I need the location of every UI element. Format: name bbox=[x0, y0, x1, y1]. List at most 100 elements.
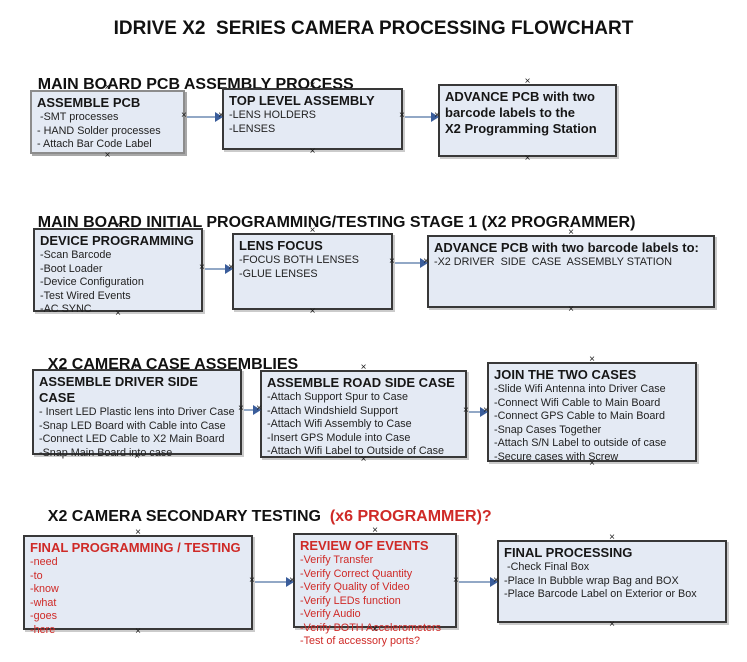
flow-arrow[interactable] bbox=[399, 111, 440, 122]
flow-box-join-the-two-cases[interactable]: JOIN THE TWO CASES -Slide Wifi Antenna i… bbox=[487, 362, 697, 464]
box-item: -SMT processes bbox=[37, 111, 119, 123]
flow-box-assemble-road-side-case[interactable]: ASSEMBLE ROAD SIDE CASE -Attach Support … bbox=[260, 370, 467, 458]
box-title: ASSEMBLE PCB bbox=[37, 95, 141, 110]
box-item: -Test Wired Events bbox=[40, 289, 131, 302]
flow-box-advance-pcb-programming-station[interactable]: ADVANCE PCB with two barcode labels to t… bbox=[438, 84, 617, 157]
box-title: ASSEMBLE DRIVER SIDE CASE bbox=[39, 374, 198, 405]
arrowhead-icon bbox=[490, 577, 498, 587]
box-item: -Check Final Box bbox=[504, 561, 590, 573]
box-items: -Slide Wifi Antenna into Driver Case-Con… bbox=[494, 383, 690, 464]
flow-box-lens-focus[interactable]: LENS FOCUS -FOCUS BOTH LENSES-GLUE LENSE… bbox=[232, 233, 393, 310]
box-item: -Verify BOTH Accelerometers bbox=[300, 621, 441, 634]
box-item: -Secure cases with Screw bbox=[494, 450, 619, 463]
box-title: FINAL PROCESSING bbox=[504, 545, 633, 560]
box-item: -Verify LEDs function bbox=[300, 594, 401, 607]
box-item: -Test of accessory ports? bbox=[300, 635, 421, 647]
box-title: REVIEW OF EVENTS bbox=[300, 538, 429, 553]
page-title: IDRIVE X2 SERIES CAMERA PROCESSING FLOWC… bbox=[113, 18, 634, 39]
section-header-text: MAIN BOARD INITIAL PROGRAMMING/TESTING S… bbox=[37, 214, 636, 231]
box-title: ADVANCE PCB with two barcode labels to t… bbox=[445, 89, 597, 136]
section-header-secondary-testing: X2 CAMERA SECONDARY TESTING (x6 PROGRAMM… bbox=[30, 490, 492, 544]
box-item: -Insert GPS Module into Case bbox=[267, 431, 411, 444]
box-items: -Attach Support Spur to Case-Attach Wind… bbox=[267, 391, 460, 459]
arrowhead-icon bbox=[420, 258, 428, 268]
box-item: -Attach S/N Label to outside of case bbox=[494, 437, 667, 449]
box-item: -Snap LED Board with Cable into Case bbox=[39, 419, 226, 432]
flow-box-assemble-pcb[interactable]: ASSEMBLE PCB -SMT processes- HAND Solder… bbox=[30, 90, 185, 154]
box-item: -Place Barcode Label on Exterior or Box bbox=[504, 588, 697, 600]
flow-arrow[interactable] bbox=[238, 404, 262, 415]
box-item: -Attach Wifi Label to Outside of Case bbox=[267, 445, 445, 457]
box-title: DEVICE PROGRAMMING bbox=[40, 233, 194, 248]
box-item: -Attach Support Spur to Case bbox=[267, 391, 409, 403]
box-item: -Snap Cases Together bbox=[494, 423, 602, 436]
box-item: -Attach Windshield Support bbox=[267, 404, 398, 417]
box-item: -here bbox=[30, 623, 56, 636]
box-items: -Verify Transfer-Verify Correct Quantity… bbox=[300, 554, 450, 649]
box-item: -goes bbox=[30, 610, 58, 622]
box-item: -LENS HOLDERS bbox=[229, 109, 316, 121]
box-title: JOIN THE TWO CASES bbox=[494, 367, 637, 382]
box-title: FINAL PROGRAMMING / TESTING bbox=[30, 540, 241, 555]
box-item: -Verify Transfer bbox=[300, 554, 374, 566]
box-items: -LENS HOLDERS-LENSES bbox=[229, 109, 396, 136]
box-item: -Snap Main Board into case bbox=[39, 446, 173, 459]
box-title: ASSEMBLE ROAD SIDE CASE bbox=[267, 375, 455, 390]
box-item: -FOCUS BOTH LENSES bbox=[239, 254, 359, 266]
box-item: -Verify Quality of Video bbox=[300, 581, 410, 593]
box-item: - HAND Solder processes bbox=[37, 124, 161, 137]
arrowhead-icon bbox=[225, 264, 233, 274]
box-item: -to bbox=[30, 569, 43, 582]
box-items: -need-to-know-what-goes-here bbox=[30, 556, 246, 637]
flow-box-review-of-events[interactable]: REVIEW OF EVENTS -Verify Transfer-Verify… bbox=[293, 533, 457, 647]
box-item: -need bbox=[30, 556, 58, 568]
box-item: -Scan Barcode bbox=[40, 249, 112, 261]
flow-arrow[interactable] bbox=[199, 263, 234, 274]
box-item: -LENSES bbox=[229, 122, 276, 135]
flow-box-final-processing[interactable]: FINAL PROCESSING -Check Final Box-Place … bbox=[497, 540, 727, 623]
box-items: -Check Final Box-Place In Bubble wrap Ba… bbox=[504, 561, 720, 602]
box-items: -SMT processes- HAND Solder processes- A… bbox=[37, 111, 178, 152]
box-title: ADVANCE PCB with two barcode labels to: bbox=[434, 240, 699, 255]
box-item: -AC SYNC bbox=[40, 303, 92, 315]
box-item: -Place In Bubble wrap Bag and BOX bbox=[504, 574, 679, 587]
box-item: -Boot Loader bbox=[40, 262, 103, 275]
flow-box-device-programming[interactable]: DEVICE PROGRAMMING -Scan Barcode-Boot Lo… bbox=[33, 228, 203, 315]
box-item: -what bbox=[30, 596, 57, 609]
box-title: TOP LEVEL ASSEMBLY bbox=[229, 93, 375, 108]
box-item: -Verify Audio bbox=[300, 608, 361, 620]
box-item: - Attach Bar Code Label bbox=[37, 138, 152, 150]
section-header-red-text: (x6 PROGRAMMER)? bbox=[329, 508, 492, 525]
flow-arrow[interactable] bbox=[453, 576, 499, 587]
flow-box-top-level-assembly[interactable]: TOP LEVEL ASSEMBLY -LENS HOLDERS-LENSES bbox=[222, 88, 403, 150]
box-item: -Device Configuration bbox=[40, 276, 144, 288]
box-item: - Insert LED Plastic lens into Driver Ca… bbox=[39, 406, 235, 418]
box-items: -Scan Barcode-Boot Loader-Device Configu… bbox=[40, 249, 196, 317]
arrowhead-icon bbox=[215, 112, 223, 122]
box-items: - Insert LED Plastic lens into Driver Ca… bbox=[39, 406, 235, 460]
section-header-text: X2 CAMERA SECONDARY TESTING bbox=[47, 508, 330, 525]
arrowhead-icon bbox=[431, 112, 439, 122]
box-item: -Verify Correct Quantity bbox=[300, 567, 413, 580]
box-item: -Connect Wifi Cable to Main Board bbox=[494, 396, 661, 409]
flow-box-final-programming-testing[interactable]: FINAL PROGRAMMING / TESTING -need-to-kno… bbox=[23, 535, 253, 636]
arrowhead-icon bbox=[253, 405, 261, 415]
arrowhead-icon bbox=[286, 577, 294, 587]
flow-box-assemble-driver-side-case[interactable]: ASSEMBLE DRIVER SIDE CASE - Insert LED P… bbox=[32, 369, 242, 459]
flow-arrow[interactable] bbox=[181, 111, 224, 122]
box-items: -X2 DRIVER SIDE CASE ASSEMBLY STATION bbox=[434, 256, 708, 270]
box-items: -FOCUS BOTH LENSES-GLUE LENSES bbox=[239, 254, 386, 281]
section-header-initial-programming: MAIN BOARD INITIAL PROGRAMMING/TESTING S… bbox=[20, 196, 636, 250]
box-item: -know bbox=[30, 583, 59, 595]
flow-arrow[interactable] bbox=[249, 576, 295, 587]
arrowhead-icon bbox=[480, 407, 488, 417]
box-item: -Connect GPS Cable to Main Board bbox=[494, 410, 666, 422]
box-item: -GLUE LENSES bbox=[239, 267, 318, 280]
box-item: -Attach Wifi Assembly to Case bbox=[267, 418, 412, 430]
box-item: -X2 DRIVER SIDE CASE ASSEMBLY STATION bbox=[434, 256, 672, 268]
flow-arrow[interactable] bbox=[389, 257, 429, 268]
flow-arrow[interactable] bbox=[463, 406, 489, 417]
flow-box-advance-pcb-driver-side-station[interactable]: ADVANCE PCB with two barcode labels to: … bbox=[427, 235, 715, 308]
box-item: -Slide Wifi Antenna into Driver Case bbox=[494, 383, 666, 395]
